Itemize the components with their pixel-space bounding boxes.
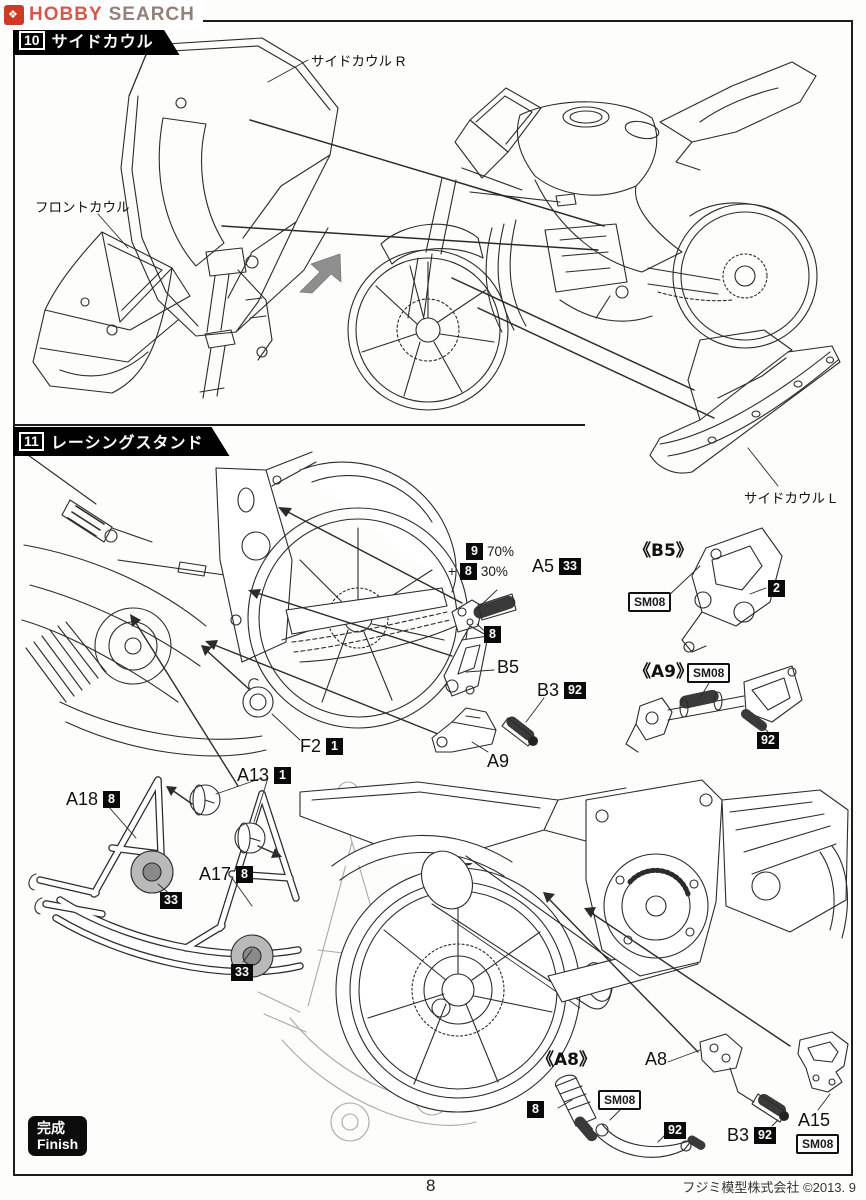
bike-front-inset-drawing bbox=[199, 247, 273, 399]
paint-chip-8-a18: 8 bbox=[103, 791, 121, 808]
paint-chip-92-b3l: 92 bbox=[754, 1127, 776, 1144]
a9-bracket-drawing bbox=[431, 707, 497, 753]
section11-number: 11 bbox=[19, 432, 44, 451]
page-frame bbox=[13, 20, 853, 1176]
decal-sm08-a15: SM08 bbox=[796, 1134, 840, 1154]
paint-chip-92-suba9: 92 bbox=[757, 732, 779, 749]
section11-banner: 11 レーシングスタンド bbox=[13, 427, 230, 456]
b3-bolt-upper-drawing bbox=[501, 697, 545, 747]
finish-badge: 完成 Finish bbox=[28, 1116, 88, 1156]
decal-sm08-subb5: SM08 bbox=[628, 592, 672, 612]
paint-chip-33-a5: 33 bbox=[559, 558, 581, 575]
part-pointer-arrows-lower bbox=[543, 892, 791, 1053]
label-side-cowl-r: サイドカウル R bbox=[311, 54, 406, 69]
watermark-brand-first: HOBBY bbox=[29, 4, 103, 25]
callout-b5: B5 bbox=[497, 657, 520, 677]
callout-a15: A15 bbox=[798, 1110, 831, 1130]
finish-badge-en: Finish bbox=[37, 1136, 79, 1152]
bike-rear-three-quarter-drawing bbox=[299, 779, 849, 1113]
section10-number: 10 bbox=[19, 31, 45, 50]
paint-chip-92-suba8: 92 bbox=[664, 1122, 686, 1139]
paint-chip-33-wheel2: 33 bbox=[231, 964, 253, 981]
paint-chip-8-a17: 8 bbox=[236, 866, 254, 883]
a5-footpeg-drawing bbox=[451, 589, 517, 639]
copyright-text: フジミ模型株式会社 ©2013. 9 bbox=[682, 1180, 856, 1195]
paint-chip-9: 9 bbox=[466, 543, 483, 560]
bike-rear-left-drawing bbox=[21, 451, 469, 757]
f2-washer-drawing bbox=[242, 678, 301, 741]
sub-b5-title: 《B5》 bbox=[634, 541, 693, 561]
hobby-search-logo-icon: ❖ bbox=[4, 5, 24, 25]
paint-chip-92-b3u: 92 bbox=[564, 682, 586, 699]
section10-leader-lines bbox=[97, 59, 779, 487]
finish-badge-jp: 完成 bbox=[37, 1120, 65, 1136]
section11-title: レーシングスタンド bbox=[50, 435, 204, 452]
paint-chip-8-peg: 8 bbox=[484, 626, 501, 643]
cowl-pointer-lines bbox=[221, 119, 715, 419]
decal-sm08-suba8: SM08 bbox=[598, 1090, 642, 1110]
section10-banner: 10 サイドカウル bbox=[13, 26, 180, 55]
watermark-brand-second: SEARCH bbox=[108, 4, 195, 25]
sub-assembly-a8-drawing bbox=[554, 1074, 707, 1158]
paint-chip-33-wheel1: 33 bbox=[160, 892, 182, 909]
direction-arrow bbox=[299, 253, 342, 294]
section10-title: サイドカウル bbox=[51, 34, 154, 51]
sub-a8-title: 《A8》 bbox=[537, 1050, 596, 1070]
paint-mix-plus: + bbox=[448, 564, 456, 579]
front-cowl-drawing bbox=[32, 231, 191, 394]
label-side-cowl-l: サイドカウル L bbox=[744, 491, 837, 506]
section-divider-line bbox=[13, 424, 585, 426]
paint-chip-2-subb5: 2 bbox=[768, 580, 785, 597]
paint-mix-note: 9 70% + 8 30% bbox=[448, 543, 514, 583]
motorcycle-main-drawing bbox=[347, 61, 818, 411]
callout-a9: A9 bbox=[487, 751, 510, 771]
paint-chip-8: 8 bbox=[459, 563, 477, 580]
paint-chip-1-a13: 1 bbox=[274, 767, 292, 784]
callout-a8: A8 bbox=[645, 1049, 668, 1069]
sub-a9-title: 《A9》 bbox=[634, 662, 693, 682]
a15-bracket-drawing bbox=[797, 1031, 849, 1111]
b5-bracket-drawing bbox=[443, 625, 495, 697]
paint-ratio-b: 30% bbox=[480, 564, 508, 579]
decal-sm08-suba9: SM08 bbox=[687, 663, 731, 683]
label-front-cowl: フロントカウル bbox=[35, 200, 130, 215]
page-number: 8 bbox=[426, 1176, 436, 1195]
paint-chip-1-f2: 1 bbox=[326, 738, 344, 755]
sub-assembly-a9-drawing bbox=[625, 665, 803, 753]
a8-bracket-drawing bbox=[667, 1033, 755, 1103]
side-cowl-l-drawing bbox=[649, 329, 841, 474]
b3-bolt-lower-drawing bbox=[751, 1093, 790, 1127]
sub-assembly-b5-drawing bbox=[665, 527, 783, 653]
paint-ratio-a: 70% bbox=[487, 544, 515, 559]
part-pointer-arrows-upper bbox=[130, 507, 463, 787]
paint-chip-8-suba8: 8 bbox=[527, 1101, 544, 1118]
